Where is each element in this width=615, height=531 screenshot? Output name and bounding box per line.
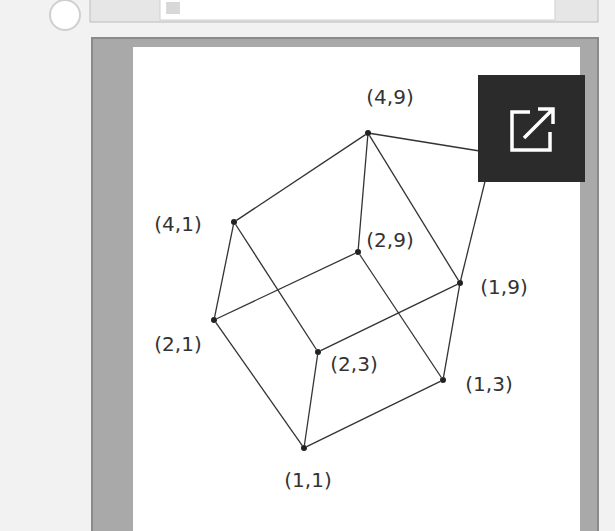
- lattice-point: (1,3): [440, 377, 446, 383]
- lattice-point: (4,9): [365, 130, 371, 136]
- expand-icon: [524, 109, 553, 138]
- lattice-point: (2,1): [211, 317, 217, 323]
- lattice-line: [216, 322, 303, 445]
- radio-button: [50, 0, 80, 30]
- vertex-label: (1,3): [465, 374, 512, 394]
- lattice-point: (1,1): [301, 445, 307, 451]
- vertex-label: (4,1): [154, 214, 201, 234]
- lattice-line: [444, 286, 460, 377]
- top-card-inner: [160, 0, 555, 20]
- lattice-line: [307, 381, 441, 446]
- lattice-line: [321, 284, 458, 350]
- lattice-point: (1,9): [457, 280, 463, 286]
- scanned-page: [133, 47, 580, 531]
- lattice-line: [217, 253, 356, 318]
- lattice-point: (2,9): [355, 249, 361, 255]
- vertex-label: (4,9): [366, 87, 413, 107]
- viewer-frame: [92, 38, 598, 531]
- lattice-line: [236, 135, 365, 221]
- lattice-line: [215, 225, 234, 317]
- vertex-label: (1,1): [284, 470, 331, 490]
- vertex-label: (1,9): [480, 277, 527, 297]
- lattice-point: (4,1): [231, 219, 237, 225]
- lattice-line: [370, 136, 459, 281]
- lattice-line: [236, 225, 317, 350]
- lattice-line: [368, 133, 492, 153]
- top-card: [90, 0, 598, 22]
- expand-button-bg: [478, 75, 585, 182]
- file-icon: [166, 2, 180, 14]
- lattice-line: [304, 355, 317, 445]
- lattice-point: (2,3): [315, 349, 321, 355]
- vertex-label: (2,1): [154, 334, 201, 354]
- vertex-label: (2,3): [330, 354, 377, 374]
- vertex-label: (2,9): [366, 230, 413, 250]
